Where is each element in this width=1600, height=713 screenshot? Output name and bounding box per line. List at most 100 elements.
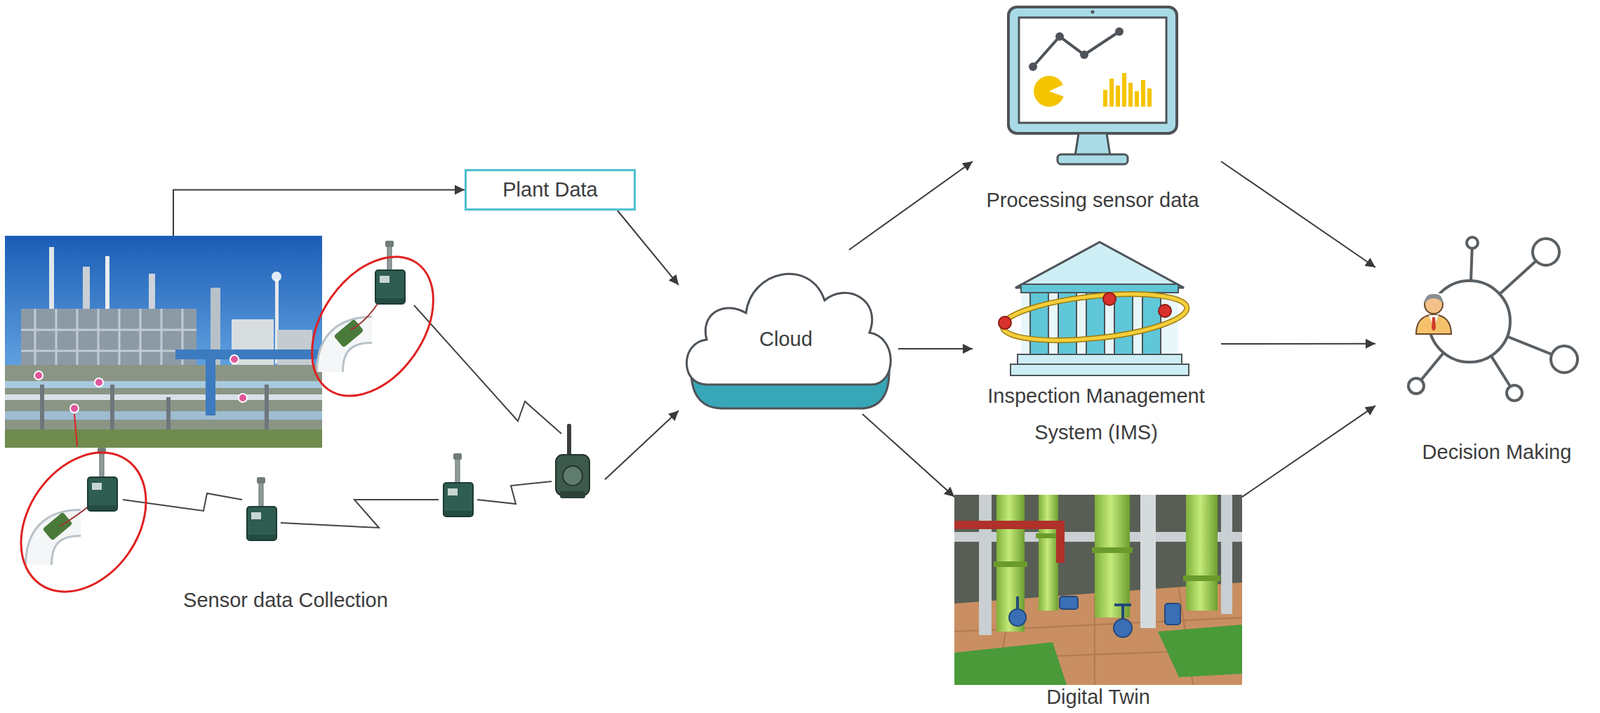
node-label: Sensor data Collection bbox=[183, 588, 389, 613]
building-icon bbox=[1114, 292, 1133, 355]
node-label: Cloud bbox=[759, 327, 813, 352]
network-icon bbox=[1431, 317, 1436, 332]
digital-twin-image bbox=[1140, 494, 1156, 629]
network-icon bbox=[1506, 385, 1523, 401]
building-icon bbox=[1000, 286, 1190, 348]
flow-arrow bbox=[862, 414, 955, 497]
building-icon bbox=[1015, 242, 1184, 288]
network-icon bbox=[1424, 294, 1443, 304]
flow-arrow bbox=[173, 190, 465, 237]
flow-arrow bbox=[1242, 405, 1376, 497]
plant-photo bbox=[4, 364, 323, 448]
monitor-icon bbox=[1147, 88, 1152, 107]
digital-twin-image bbox=[993, 561, 1028, 568]
monitor-icon bbox=[1134, 91, 1139, 107]
plant-photo bbox=[4, 394, 323, 400]
sensor-network bbox=[247, 477, 277, 541]
monitor-icon bbox=[1028, 62, 1038, 71]
monitor-icon bbox=[1103, 72, 1152, 107]
building-icon bbox=[998, 242, 1189, 376]
data-box: Plant Data bbox=[464, 169, 636, 211]
building-icon bbox=[1086, 292, 1105, 355]
cloud-body bbox=[687, 273, 892, 385]
sensor-network bbox=[350, 301, 379, 330]
digital-twin-image bbox=[1009, 609, 1026, 626]
sensor-network bbox=[567, 423, 572, 457]
digital-twin-image bbox=[1185, 494, 1218, 611]
plant-photo bbox=[4, 411, 323, 420]
building-icon bbox=[1103, 292, 1116, 306]
network-icon bbox=[1408, 237, 1578, 401]
plant-photo bbox=[205, 354, 216, 416]
building-icon bbox=[998, 316, 1012, 330]
sensor-network bbox=[0, 234, 590, 617]
sensor-network bbox=[414, 305, 562, 434]
monitor-icon bbox=[1008, 7, 1177, 134]
monitor-icon bbox=[1141, 80, 1146, 107]
flow-arrow bbox=[1221, 343, 1376, 345]
sensor-network bbox=[329, 318, 372, 372]
plant-photo bbox=[21, 308, 197, 372]
monitor-icon bbox=[1075, 133, 1111, 156]
network-icon bbox=[1408, 378, 1424, 394]
plant-photo bbox=[4, 429, 323, 448]
sensor-network bbox=[74, 414, 78, 447]
monitor-icon bbox=[1080, 50, 1089, 59]
sensor-network bbox=[555, 454, 590, 496]
network-icon bbox=[1550, 345, 1578, 373]
sensor-network bbox=[38, 511, 81, 565]
sensor-network bbox=[443, 453, 473, 517]
digital-twin-image bbox=[1221, 494, 1233, 615]
building-icon bbox=[1017, 354, 1182, 365]
network-icon bbox=[1416, 314, 1452, 335]
node-label: Digital Twin bbox=[1046, 684, 1151, 710]
cloud-shape: Cloud bbox=[678, 249, 899, 415]
plant-photo bbox=[175, 349, 323, 360]
digital-twin-image bbox=[1164, 603, 1181, 625]
digital-twin-image bbox=[954, 494, 1243, 685]
monitor-icon bbox=[1032, 31, 1120, 67]
monitor-icon bbox=[1109, 78, 1114, 107]
node-label: Processing sensor data bbox=[985, 188, 1199, 213]
monitor-icon bbox=[1115, 27, 1124, 36]
plant-photo bbox=[277, 329, 313, 369]
digital-twin-image bbox=[954, 494, 1243, 685]
monitor-icon bbox=[1055, 32, 1064, 41]
connector-group bbox=[173, 161, 1376, 497]
sensor-network bbox=[560, 491, 586, 499]
plant-photo bbox=[70, 404, 79, 413]
monitor-icon bbox=[1018, 17, 1167, 123]
sensor-network bbox=[59, 505, 90, 527]
node-label: Plant Data bbox=[502, 177, 598, 203]
digital-twin-image bbox=[954, 642, 1067, 685]
plant-photo bbox=[94, 378, 104, 387]
digital-twin-image bbox=[1056, 520, 1065, 563]
flow-arrow bbox=[849, 161, 973, 250]
monitor-icon bbox=[1008, 7, 1177, 165]
ims-group: Inspection Management System (IMS) bbox=[972, 231, 1222, 457]
digital-twin-image bbox=[1183, 575, 1221, 582]
sensor-network bbox=[477, 481, 552, 504]
digital-twin-image bbox=[1038, 494, 1059, 611]
building-icon bbox=[1158, 304, 1172, 318]
monitor-icon bbox=[1103, 89, 1108, 107]
digital-twin-image bbox=[954, 520, 1060, 530]
monitor-icon bbox=[1115, 85, 1120, 107]
twin-group: Digital Twin bbox=[954, 494, 1243, 711]
sensor-network bbox=[0, 428, 172, 616]
digital-twin-image bbox=[1094, 494, 1130, 618]
monitor-icon bbox=[1091, 10, 1095, 15]
monitor-group: Processing sensor data bbox=[972, 3, 1222, 215]
digital-twin-image bbox=[1017, 596, 1132, 619]
plant-photo bbox=[34, 371, 43, 380]
decision-group: Decision Making bbox=[1375, 231, 1595, 471]
flow-arrow bbox=[898, 348, 973, 350]
digital-twin-image bbox=[993, 533, 1221, 582]
sensor-network bbox=[87, 447, 118, 511]
monitor-icon bbox=[1033, 75, 1064, 107]
plant-photo bbox=[4, 381, 323, 389]
digital-twin-image bbox=[1009, 596, 1181, 638]
sensor-region: Sensor data Collection bbox=[4, 235, 605, 619]
building-icon bbox=[1010, 364, 1189, 376]
